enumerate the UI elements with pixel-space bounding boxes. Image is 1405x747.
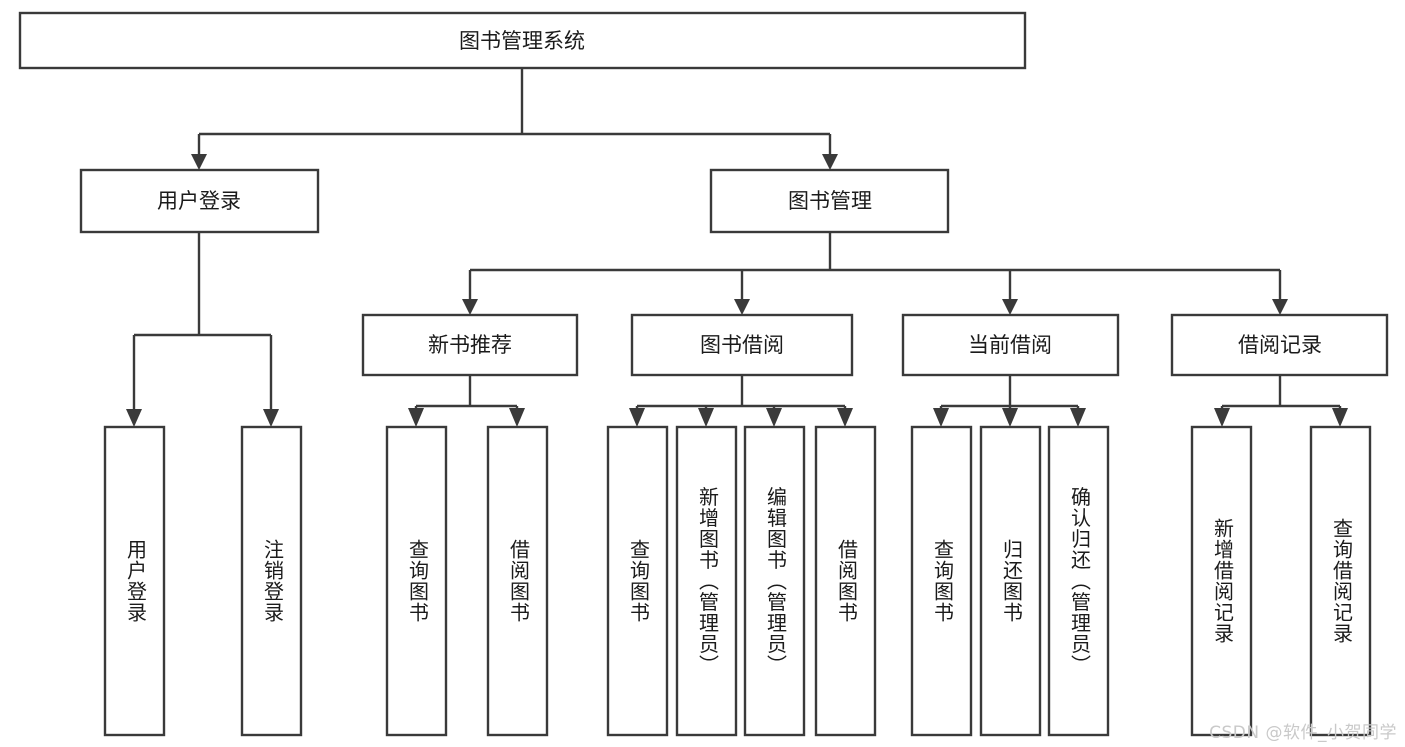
node-book-manage-box[interactable] — [709, 168, 950, 234]
leaf-borrow-record-1-box[interactable] — [1309, 425, 1372, 737]
connectors-borrow-record-to-leaves — [1214, 375, 1348, 427]
node-book-manage-label: 图书管理 — [788, 189, 872, 213]
node-user-login[interactable]: 用户登录 — [79, 168, 320, 234]
leaf-node[interactable]: 借阅图书 — [814, 425, 877, 737]
node-new-book-recommend-box[interactable] — [361, 313, 579, 377]
node-book-borrow-box[interactable] — [630, 313, 854, 377]
arrow-book-borrow-leaf-2-icon — [766, 408, 782, 427]
arrow-to-new-book-icon — [462, 299, 478, 315]
leaf-current-borrow-1-label: 归还图书 — [1000, 539, 1024, 623]
leaf-node[interactable]: 查询图书 — [385, 425, 448, 737]
node-root[interactable]: 图书管理系统 — [18, 11, 1027, 70]
leaf-current-borrow-0-box[interactable] — [910, 425, 973, 737]
leaf-current-borrow-2-label: 确认归还（管理员） — [1068, 486, 1092, 675]
leaf-user-login-0-box[interactable] — [103, 425, 166, 737]
leaf-new-book-0-box[interactable] — [385, 425, 448, 737]
connectors-book-manage-to-level2 — [462, 232, 1288, 315]
node-book-borrow[interactable]: 图书借阅 — [630, 313, 854, 377]
leaf-node[interactable]: 用户登录 — [103, 425, 166, 737]
leaf-node[interactable]: 查询图书 — [910, 425, 973, 737]
leaf-borrow-record-0-label: 新增借阅记录 — [1211, 518, 1235, 644]
leaf-book-borrow-2-label: 编辑图书（管理员） — [764, 486, 788, 675]
leaf-node[interactable]: 查询借阅记录 — [1309, 425, 1372, 737]
arrow-new-book-leaf-1-icon — [509, 408, 525, 427]
leaf-user-login-1-box[interactable] — [240, 425, 303, 737]
arrow-to-borrow-record-icon — [1272, 299, 1288, 315]
arrow-book-borrow-leaf-3-icon — [837, 408, 853, 427]
connectors-root-to-level1 — [191, 68, 838, 170]
connectors-user-login-to-leaves — [126, 232, 279, 427]
leaf-book-borrow-1-label: 新增图书（管理员） — [696, 486, 720, 675]
leaf-new-book-1-box[interactable] — [486, 425, 549, 737]
node-current-borrow-box[interactable] — [901, 313, 1120, 377]
arrow-borrow-record-leaf-1-icon — [1332, 408, 1348, 427]
leaf-node[interactable]: 新增图书（管理员） — [675, 425, 738, 737]
csdn-watermark: CSDN @软件_小贺同学 — [1209, 723, 1397, 743]
arrow-user-login-leaf-1-icon — [263, 409, 279, 427]
node-book-borrow-label: 图书借阅 — [700, 333, 784, 357]
arrow-user-login-leaf-0-icon — [126, 409, 142, 427]
leaf-node[interactable]: 借阅图书 — [486, 425, 549, 737]
leaf-borrow-record-0-box[interactable] — [1190, 425, 1253, 737]
leaf-new-book-0-label: 查询图书 — [406, 539, 430, 623]
arrow-to-current-borrow-icon — [1002, 299, 1018, 315]
arrow-book-borrow-leaf-0-icon — [629, 408, 645, 427]
arrow-root-to-user-login-icon — [191, 154, 207, 170]
leaf-node[interactable]: 归还图书 — [979, 425, 1042, 737]
leaf-book-borrow-3-box[interactable] — [814, 425, 877, 737]
node-new-book-recommend[interactable]: 新书推荐 — [361, 313, 579, 377]
arrow-borrow-record-leaf-0-icon — [1214, 408, 1230, 427]
leaf-book-borrow-1-box[interactable] — [675, 425, 738, 737]
leaf-node[interactable]: 注销登录 — [240, 425, 303, 737]
node-borrow-record-box[interactable] — [1170, 313, 1389, 377]
node-root-label: 图书管理系统 — [459, 29, 585, 53]
arrow-book-borrow-leaf-1-icon — [698, 408, 714, 427]
leaf-node[interactable]: 新增借阅记录 — [1190, 425, 1253, 737]
node-root-box[interactable] — [18, 11, 1027, 70]
leaf-current-borrow-2-box[interactable] — [1047, 425, 1110, 737]
leaf-book-borrow-2-box[interactable] — [743, 425, 806, 737]
leaf-node[interactable]: 确认归还（管理员） — [1047, 425, 1110, 737]
leaf-current-borrow-1-box[interactable] — [979, 425, 1042, 737]
arrow-current-borrow-leaf-2-icon — [1070, 408, 1086, 427]
node-current-borrow[interactable]: 当前借阅 — [901, 313, 1120, 377]
leaf-book-borrow-0-box[interactable] — [606, 425, 669, 737]
node-borrow-record-label: 借阅记录 — [1238, 333, 1322, 357]
node-user-login-label: 用户登录 — [157, 189, 241, 213]
node-current-borrow-label: 当前借阅 — [968, 333, 1052, 357]
connectors-book-borrow-to-leaves — [629, 375, 853, 427]
node-user-login-box[interactable] — [79, 168, 320, 234]
leaf-node[interactable]: 查询图书 — [606, 425, 669, 737]
connectors-current-borrow-to-leaves — [933, 375, 1086, 427]
connectors-new-book-to-leaves — [408, 375, 525, 427]
leaf-user-login-1-label: 注销登录 — [261, 539, 285, 623]
arrow-root-to-book-manage-icon — [822, 154, 838, 170]
arrow-to-book-borrow-icon — [734, 299, 750, 315]
leaf-node[interactable]: 编辑图书（管理员） — [743, 425, 806, 737]
arrow-current-borrow-leaf-1-icon — [1002, 408, 1018, 427]
node-borrow-record[interactable]: 借阅记录 — [1170, 313, 1389, 377]
arrow-new-book-leaf-0-icon — [408, 408, 424, 427]
leaf-new-book-1-label: 借阅图书 — [507, 539, 531, 623]
leaf-book-borrow-3-label: 借阅图书 — [835, 539, 859, 623]
leaf-book-borrow-0-label: 查询图书 — [627, 539, 651, 623]
leaf-current-borrow-0-label: 查询图书 — [931, 539, 955, 623]
node-new-book-recommend-label: 新书推荐 — [428, 333, 512, 357]
arrow-current-borrow-leaf-0-icon — [933, 408, 949, 427]
leaf-user-login-0-label: 用户登录 — [124, 539, 148, 623]
leaf-borrow-record-1-label: 查询借阅记录 — [1330, 518, 1354, 644]
node-book-manage[interactable]: 图书管理 — [709, 168, 950, 234]
